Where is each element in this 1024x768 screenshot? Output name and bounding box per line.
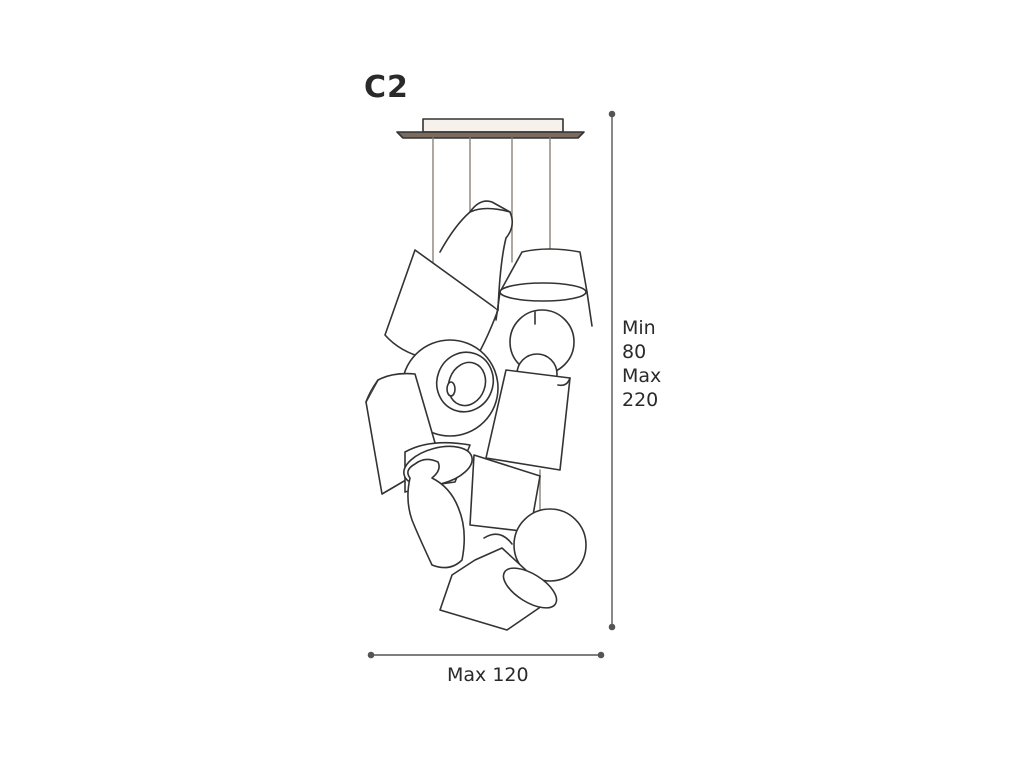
vase-left <box>407 458 466 569</box>
height-dimension-label: Min 80 Max 220 <box>622 316 661 412</box>
height-label-line: 220 <box>622 389 659 411</box>
width-dimension-line <box>367 651 605 659</box>
shade-upper-right <box>495 248 593 327</box>
height-label-line: 80 <box>622 341 647 363</box>
shade-bottom <box>439 533 558 631</box>
globe-lower-right <box>507 508 587 582</box>
ceiling-canopy <box>396 118 585 139</box>
shade-upper-left <box>384 200 514 369</box>
model-code: C2 <box>364 70 409 105</box>
height-label-line: Max <box>622 365 662 387</box>
height-dimension-line <box>608 110 616 631</box>
height-label-line: Min <box>622 317 656 339</box>
width-dimension-label: Max 120 <box>447 664 529 686</box>
shade-middle-right <box>485 369 571 471</box>
